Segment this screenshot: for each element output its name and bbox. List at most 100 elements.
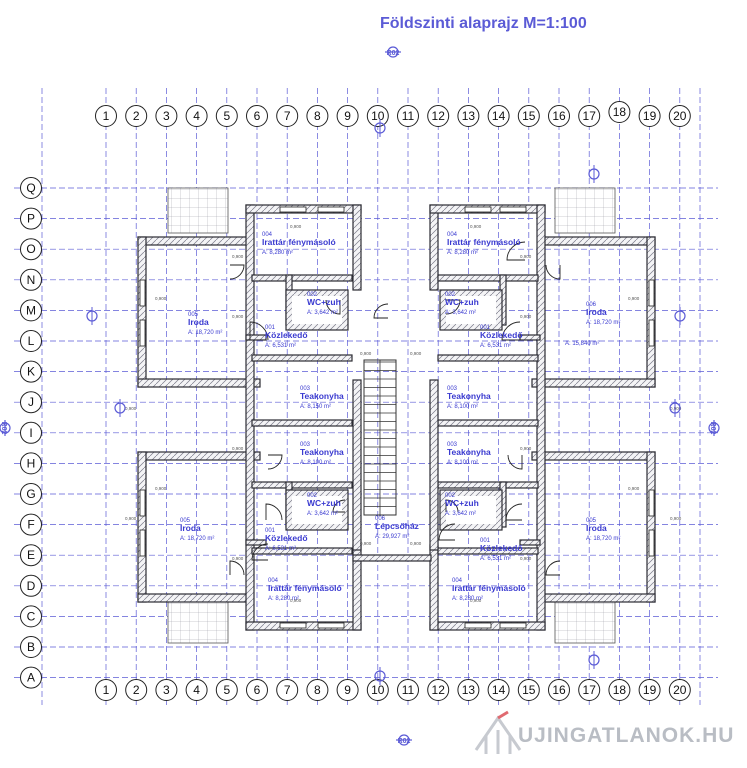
grid-bubble-row-J: J — [28, 395, 34, 409]
room-area: A: 8,280 m² — [268, 596, 299, 602]
room-name: Irattár fénymásoló — [447, 237, 521, 247]
dimension-label: 0,900 — [520, 254, 532, 259]
grid-bubble-top-3: 3 — [163, 109, 170, 123]
room-area: A: 29,927 m² — [375, 534, 409, 540]
window — [279, 622, 307, 629]
room-area: A: 8,100 m² — [300, 460, 331, 466]
section-mark-label: R02 — [387, 50, 400, 57]
walls — [137, 204, 656, 631]
dimension-label: 0,900 — [470, 598, 482, 603]
grid-bubble-bottom-20: 20 — [673, 683, 687, 697]
dimension-label: 0,900 — [232, 314, 244, 319]
grid-bubble-bottom-6-circle — [246, 679, 268, 701]
room-area: A: 18,720 m² — [586, 536, 620, 542]
room-name: Iroda — [586, 307, 607, 317]
room-area: A: 6,531 m² — [480, 343, 511, 349]
grid-bubble-bottom-2-circle — [125, 679, 148, 701]
wall — [531, 451, 656, 461]
dimension-label: 0,900 — [232, 446, 244, 451]
window — [464, 206, 492, 213]
door — [445, 499, 459, 513]
grid-bubble-bottom-15: 15 — [522, 683, 536, 697]
window — [279, 206, 307, 213]
wall — [245, 334, 267, 341]
section-mark-label: R02 — [0, 422, 7, 435]
brand-text: UJINGATLANOK.HU — [518, 724, 735, 747]
grid-bubble-bottom-3-circle — [155, 679, 178, 701]
grid-bubble-bottom-19: 19 — [643, 683, 657, 697]
room-area: A: 8,100 m² — [447, 460, 478, 466]
grid-bubble-bottom-5: 5 — [223, 683, 230, 697]
door — [332, 499, 346, 513]
window — [139, 529, 146, 557]
grid-bubble-row-G-circle — [20, 483, 42, 505]
grid-bubble-row-D-circle — [20, 574, 42, 597]
room-area: A: 3,642 m² — [445, 310, 476, 316]
door — [229, 264, 245, 280]
grid-bubble-top-9: 9 — [344, 109, 351, 123]
grid-bubble-bottom-7: 7 — [284, 683, 291, 697]
room-name: Teakonyha — [447, 447, 491, 457]
wall — [251, 481, 353, 489]
grid-bubble-row-K-circle — [20, 360, 42, 383]
wall — [245, 539, 267, 546]
grid-bubble-top-16-circle — [548, 105, 570, 127]
grid-bubble-row-K: K — [27, 365, 35, 379]
door — [249, 321, 269, 341]
dimension-label: 0,900 — [290, 598, 302, 603]
room-fill — [292, 296, 342, 324]
terrace — [554, 597, 616, 644]
wall — [519, 539, 541, 546]
room-name: Közlekedő — [265, 330, 308, 340]
dimension-label: 0,900 — [410, 351, 422, 356]
grid-bubble-top-11: 11 — [402, 109, 415, 123]
wall — [245, 204, 255, 631]
grid-bubble-row-H-circle — [20, 452, 42, 475]
wall — [137, 451, 147, 603]
grid-bubble-row-M-circle — [20, 299, 42, 322]
grid-bubble-row-O-circle — [20, 238, 42, 261]
plan-title: Földszinti alaprajz M=1:100 — [380, 15, 587, 32]
room-number: 001 — [265, 528, 276, 534]
grid-bubble-bottom-8: 8 — [314, 683, 321, 697]
grid-bubble-bottom-10-circle — [366, 679, 389, 701]
room-area: A: 8,280 m² — [447, 250, 478, 256]
door — [267, 454, 283, 470]
grid-bubble-row-B-circle — [20, 636, 42, 658]
grid-bubble-row-C-circle — [20, 605, 42, 628]
grid-bubble-top-5-circle — [215, 105, 238, 127]
room-number: 004 — [447, 232, 458, 238]
door — [229, 560, 245, 576]
window — [648, 489, 655, 517]
dimension-label: 0,900 — [360, 541, 372, 546]
room-name: Közlekedő — [265, 533, 308, 543]
dimension-label: 0,900 — [232, 556, 244, 561]
window — [648, 319, 655, 347]
room-area: A: 8,150 m² — [300, 404, 331, 410]
room-name: Iroda — [188, 317, 209, 327]
room-area: A: 18,720 m² — [180, 536, 214, 542]
room-area: A: 6,531 m² — [480, 556, 511, 562]
window — [648, 279, 655, 307]
room-number: 002 — [307, 493, 318, 499]
grid-bubble-bottom-9-circle — [336, 679, 359, 701]
wall — [536, 204, 546, 631]
wall — [251, 547, 353, 555]
grid-bubble-top-15-circle — [517, 105, 540, 127]
grid-bubble-top-12-circle — [427, 105, 450, 127]
grid-bubble-top-17-circle — [578, 105, 601, 127]
room-number: 003 — [447, 386, 458, 392]
wall — [352, 554, 432, 562]
grid-bubble-bottom-18: 18 — [613, 683, 627, 697]
